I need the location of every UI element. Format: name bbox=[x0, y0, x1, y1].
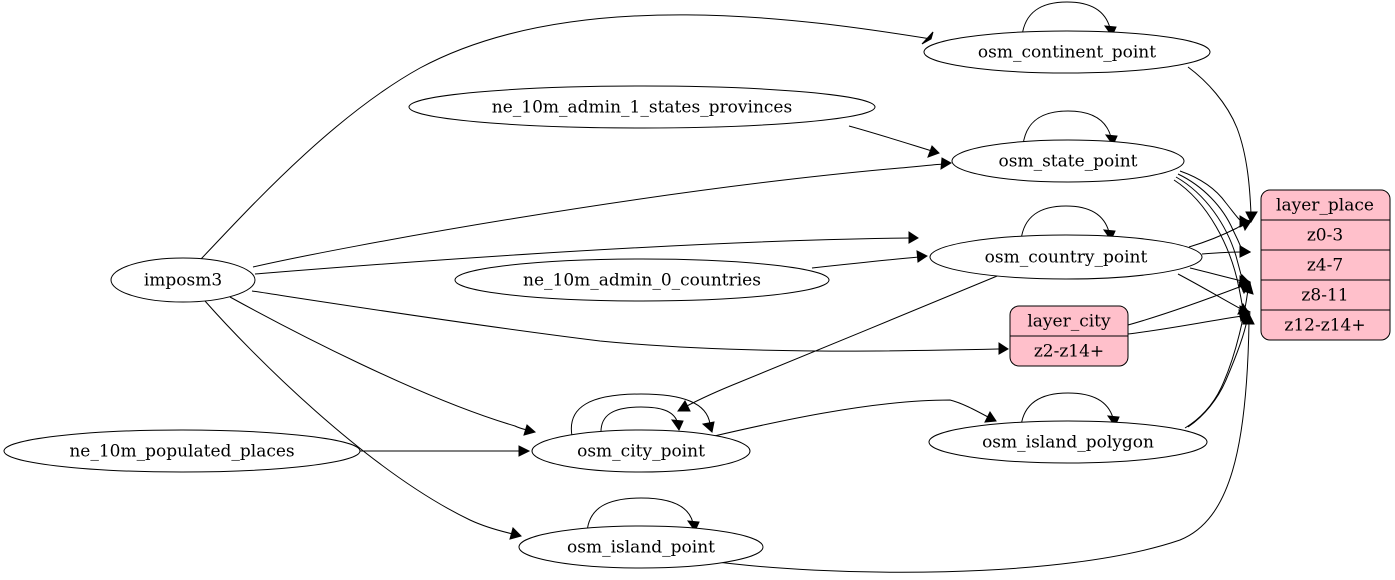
edge-ne_10m_admin_1_states_provinces-to-osm_state_point bbox=[848, 125, 940, 158]
edge-osm_country_point-to-layer_place-z0-3 bbox=[1188, 218, 1252, 248]
node-ne_10m_populated_places[interactable]: ne_10m_populated_places bbox=[3, 429, 361, 473]
node-osm_country_point[interactable]: osm_country_point bbox=[929, 234, 1203, 280]
edge-ne_10m_populated_places-to-osm_city_point bbox=[360, 445, 531, 457]
edge-layer bbox=[200, 1, 1258, 573]
edge-osm_state_point-to-layer_place-z4-7 bbox=[1177, 173, 1252, 258]
record-layer_place-field-z8-11[interactable]: z8-11 bbox=[1301, 286, 1348, 306]
node-osm_island_polygon[interactable]: osm_island_polygon bbox=[928, 420, 1208, 464]
edge-ne_10m_admin_0_countries-to-osm_country_point bbox=[811, 250, 928, 269]
self-loop-osm_state_point bbox=[1022, 110, 1118, 147]
edge-layer_city-to-layer_place-z12-z14+ bbox=[1127, 309, 1252, 335]
node-layer: imposm3 ne_10m_populated_places ne_10m_a… bbox=[3, 30, 1211, 569]
node-osm_continent_point-label: osm_continent_point bbox=[978, 43, 1156, 63]
edge-osm_state_point-to-layer_place-z8-11 bbox=[1175, 176, 1252, 288]
record-node-layer_city[interactable]: layer_city z2-z14+ bbox=[1009, 305, 1129, 367]
node-osm_state_point[interactable]: osm_state_point bbox=[951, 139, 1185, 183]
node-osm_state_point-label: osm_state_point bbox=[999, 152, 1138, 172]
node-ne_10m_admin_0_countries-label: ne_10m_admin_0_countries bbox=[523, 271, 761, 291]
self-loop-osm_city_point-inner bbox=[600, 406, 684, 435]
self-loop-osm_country_point bbox=[1020, 205, 1116, 242]
node-imposm3[interactable]: imposm3 bbox=[110, 257, 256, 303]
edge-imposm3-to-osm_continent_point bbox=[200, 14, 934, 260]
node-ne_10m_admin_0_countries[interactable]: ne_10m_admin_0_countries bbox=[454, 258, 830, 302]
record-node-layer_place[interactable]: layer_place z0-3 z4-7 z8-11 z12-z14+ bbox=[1260, 189, 1391, 341]
node-osm_island_polygon-label: osm_island_polygon bbox=[982, 433, 1154, 453]
node-osm_island_point-label: osm_island_point bbox=[567, 538, 715, 558]
edge-osm_island_polygon-to-layer_place-z8-11 bbox=[1184, 281, 1254, 429]
node-imposm3-label: imposm3 bbox=[144, 271, 222, 291]
self-loop-osm_city_point-outer bbox=[570, 393, 715, 437]
node-osm_country_point-label: osm_country_point bbox=[985, 248, 1148, 268]
node-osm_island_point[interactable]: osm_island_point bbox=[518, 525, 764, 569]
self-loop-osm_island_point bbox=[586, 497, 700, 533]
self-loop-osm_island_polygon bbox=[1020, 392, 1120, 428]
edge-imposm3-to-osm_island_point bbox=[204, 300, 522, 540]
record-layer_place-header: layer_place bbox=[1276, 196, 1374, 216]
record-layer_city-field-z2-z14plus[interactable]: z2-z14+ bbox=[1034, 342, 1104, 362]
edge-osm_city_point-to-osm_island_polygon bbox=[709, 399, 997, 438]
edge-imposm3-to-osm_country_point bbox=[254, 231, 919, 275]
self-loop-osm_continent_point bbox=[1021, 1, 1117, 38]
node-osm_continent_point[interactable]: osm_continent_point bbox=[923, 30, 1211, 74]
edge-osm_island_polygon-to-layer_place-z12-z14+ bbox=[1187, 311, 1253, 428]
edge-imposm3-to-layer_city bbox=[251, 290, 1009, 355]
record-layer_place-field-z0-3[interactable]: z0-3 bbox=[1307, 226, 1343, 246]
record-layer_city-header: layer_city bbox=[1027, 312, 1111, 332]
record-layer_place-field-z4-7[interactable]: z4-7 bbox=[1307, 256, 1343, 276]
node-osm_city_point[interactable]: osm_city_point bbox=[531, 429, 751, 473]
edge-osm_continent_point-to-layer_place-z0-3 bbox=[1187, 66, 1258, 224]
node-ne_10m_admin_1_states_provinces-label: ne_10m_admin_1_states_provinces bbox=[492, 98, 792, 118]
node-ne_10m_populated_places-label: ne_10m_populated_places bbox=[69, 442, 294, 462]
node-ne_10m_admin_1_states_provinces[interactable]: ne_10m_admin_1_states_provinces bbox=[408, 85, 876, 129]
node-osm_city_point-label: osm_city_point bbox=[577, 442, 705, 462]
edge-imposm3-to-osm_city_point bbox=[229, 296, 537, 436]
edge-osm_state_point-to-layer_place-z0-3 bbox=[1179, 170, 1252, 228]
record-layer_place-field-z12-z14plus[interactable]: z12-z14+ bbox=[1284, 316, 1365, 336]
edge-osm_island_point-to-layer_place-z12-z14+ bbox=[701, 312, 1255, 573]
record-node-layer: layer_place z0-3 z4-7 z8-11 z12-z14+ lay… bbox=[1009, 189, 1391, 367]
edge-osm_country_point-to-osm_city_point bbox=[677, 273, 1003, 412]
edge-osm_country_point-to-layer_place-z4-7 bbox=[1201, 245, 1252, 258]
edge-imposm3-to-osm_state_point bbox=[252, 157, 952, 268]
